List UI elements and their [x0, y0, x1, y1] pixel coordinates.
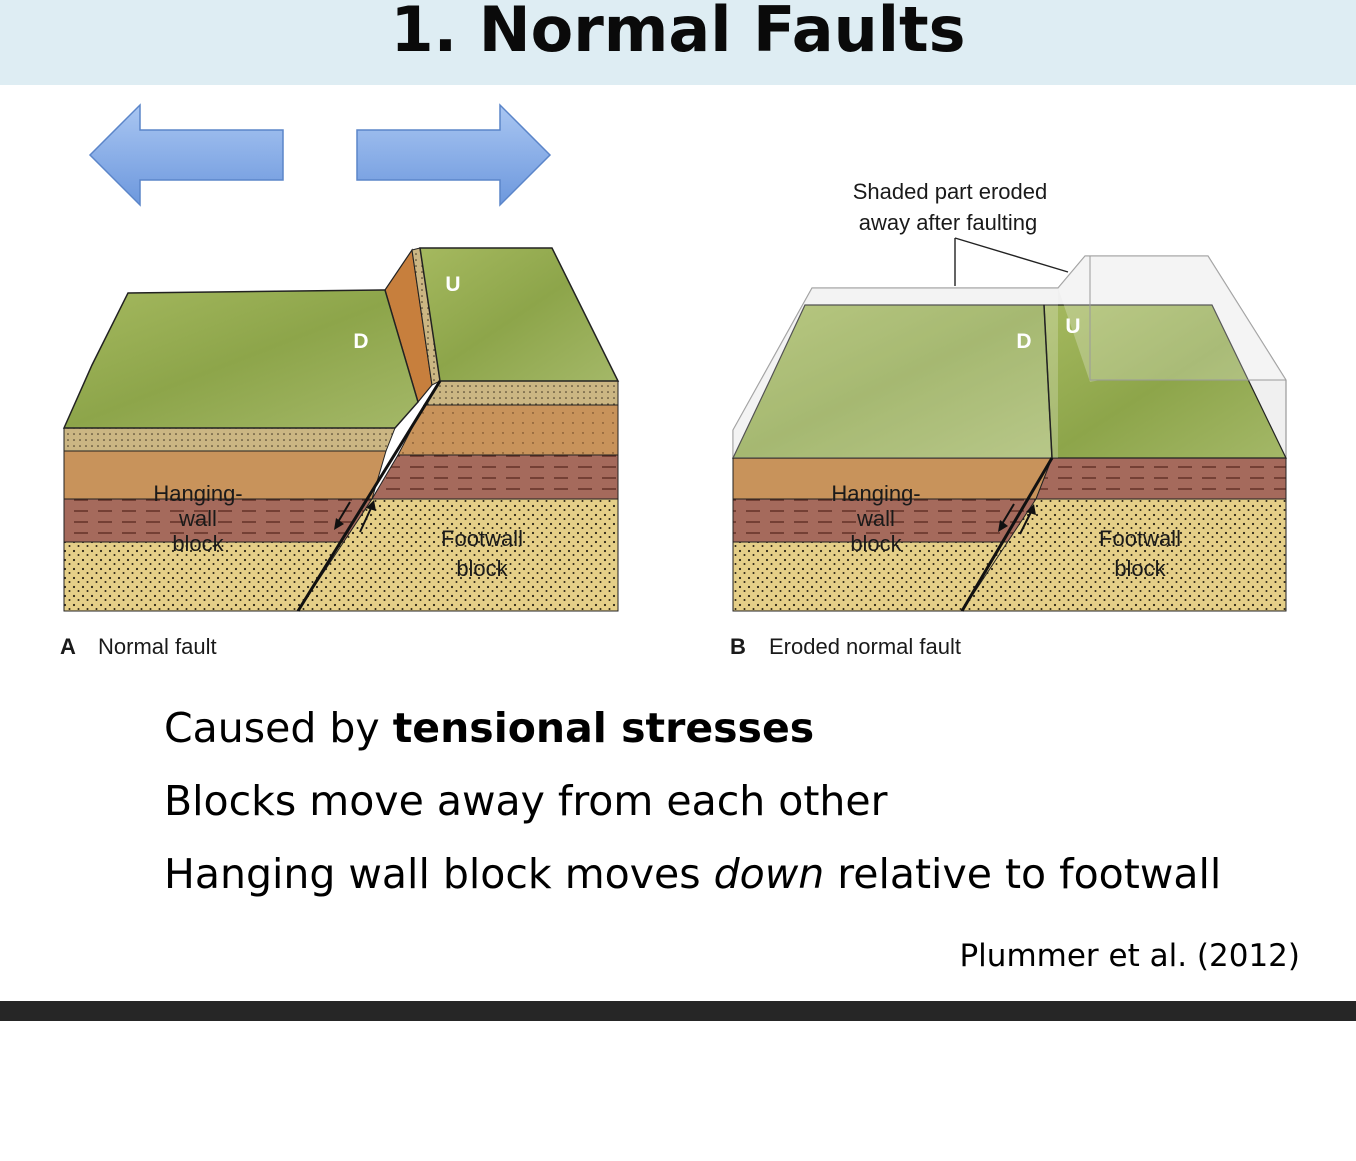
- arrow-left-icon: [88, 103, 284, 207]
- fig-a-up-label: U: [445, 273, 460, 296]
- fig-b-caption: Eroded normal fault: [769, 634, 961, 659]
- fig-a-hanging-wall-label-2: wall: [178, 506, 217, 531]
- fault-diagrams: D U Hanging- wall block Footwall block A…: [60, 103, 1287, 659]
- slide-title: 1. Normal Faults: [390, 0, 966, 66]
- fig-b-footwall-label-2: block: [1114, 556, 1166, 581]
- fig-b-annotation-line-1: Shaded part eroded: [853, 179, 1048, 204]
- fig-a-down-label: D: [353, 330, 368, 353]
- fig-a-footwall-label-2: block: [456, 556, 508, 581]
- fig-b-hanging-wall-label-1: Hanging-: [831, 481, 920, 506]
- bullet-emphasis: tensional stresses: [392, 704, 815, 752]
- fig-b-letter: B: [730, 634, 746, 659]
- fig-a-caption: Normal fault: [98, 634, 217, 659]
- footer-bar: [0, 1001, 1356, 1021]
- fig-a-footwall-label-1: Footwall: [441, 526, 523, 551]
- fig-b-hanging-wall-label-3: block: [850, 531, 902, 556]
- fig-a-hanging-wall-label-1: Hanging-: [153, 481, 242, 506]
- normal-fault-block: [62, 247, 620, 612]
- bullet-emphasis: down: [713, 850, 825, 898]
- title-bar: [0, 0, 1356, 85]
- fig-a-letter: A: [60, 634, 76, 659]
- fig-b-up-label: U: [1065, 315, 1080, 338]
- bullet-item: Caused by tensional stresses: [164, 704, 815, 752]
- eroded-fault-block: [732, 237, 1287, 612]
- citation: Plummer et al. (2012): [959, 938, 1300, 974]
- fig-b-down-label: D: [1016, 330, 1031, 353]
- bullet-item: Hanging wall block moves down relative t…: [164, 850, 1222, 898]
- bullet-item: Blocks move away from each other: [164, 777, 888, 825]
- fig-b-footwall-label-1: Footwall: [1099, 526, 1181, 551]
- fig-b-hanging-wall-label-2: wall: [856, 506, 895, 531]
- fig-b-annotation-line-2: away after faulting: [859, 210, 1038, 235]
- fig-a-hanging-wall-label-3: block: [172, 531, 224, 556]
- arrow-right-icon: [356, 103, 552, 207]
- bullet-list: Caused by tensional stresses Blocks move…: [164, 700, 1221, 919]
